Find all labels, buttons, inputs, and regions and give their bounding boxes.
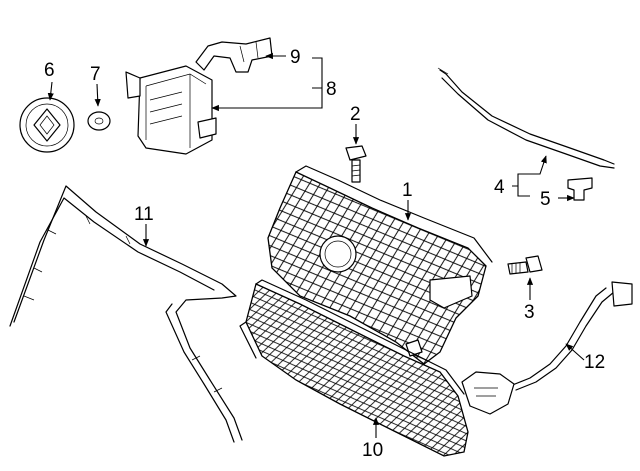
callout-labels: 6 7 9 8 2 1 4 5 11 3 12 10 — [44, 47, 605, 461]
screw-part — [507, 255, 543, 275]
leader-4 — [512, 156, 546, 197]
callout-6: 6 — [44, 60, 55, 81]
leader-12 — [565, 343, 585, 361]
callout-2: 2 — [350, 104, 361, 125]
lower-grille-part — [239, 279, 469, 457]
clip-part — [567, 177, 593, 201]
bolt-part — [345, 145, 367, 183]
wiring-harness-part — [461, 281, 633, 415]
leader-lines — [47, 52, 585, 438]
leader-8 — [212, 57, 323, 108]
callout-3: 3 — [524, 302, 535, 323]
grille-surround-part — [9, 185, 243, 443]
washer-part — [87, 111, 111, 131]
emblem-part — [19, 97, 75, 153]
callout-9: 9 — [290, 47, 301, 68]
callout-7: 7 — [90, 64, 101, 85]
bracket-part — [195, 37, 273, 73]
callout-12: 12 — [584, 352, 605, 373]
callout-5: 5 — [540, 189, 551, 210]
callout-10: 10 — [362, 440, 383, 461]
moulding-strip-part — [437, 67, 615, 169]
callout-8: 8 — [326, 79, 337, 100]
radar-sensor-part — [125, 65, 217, 155]
leader-6 — [47, 81, 54, 101]
callout-1: 1 — [402, 180, 413, 201]
leader-7 — [94, 83, 101, 107]
callout-11: 11 — [134, 204, 154, 225]
callout-4: 4 — [494, 177, 505, 198]
